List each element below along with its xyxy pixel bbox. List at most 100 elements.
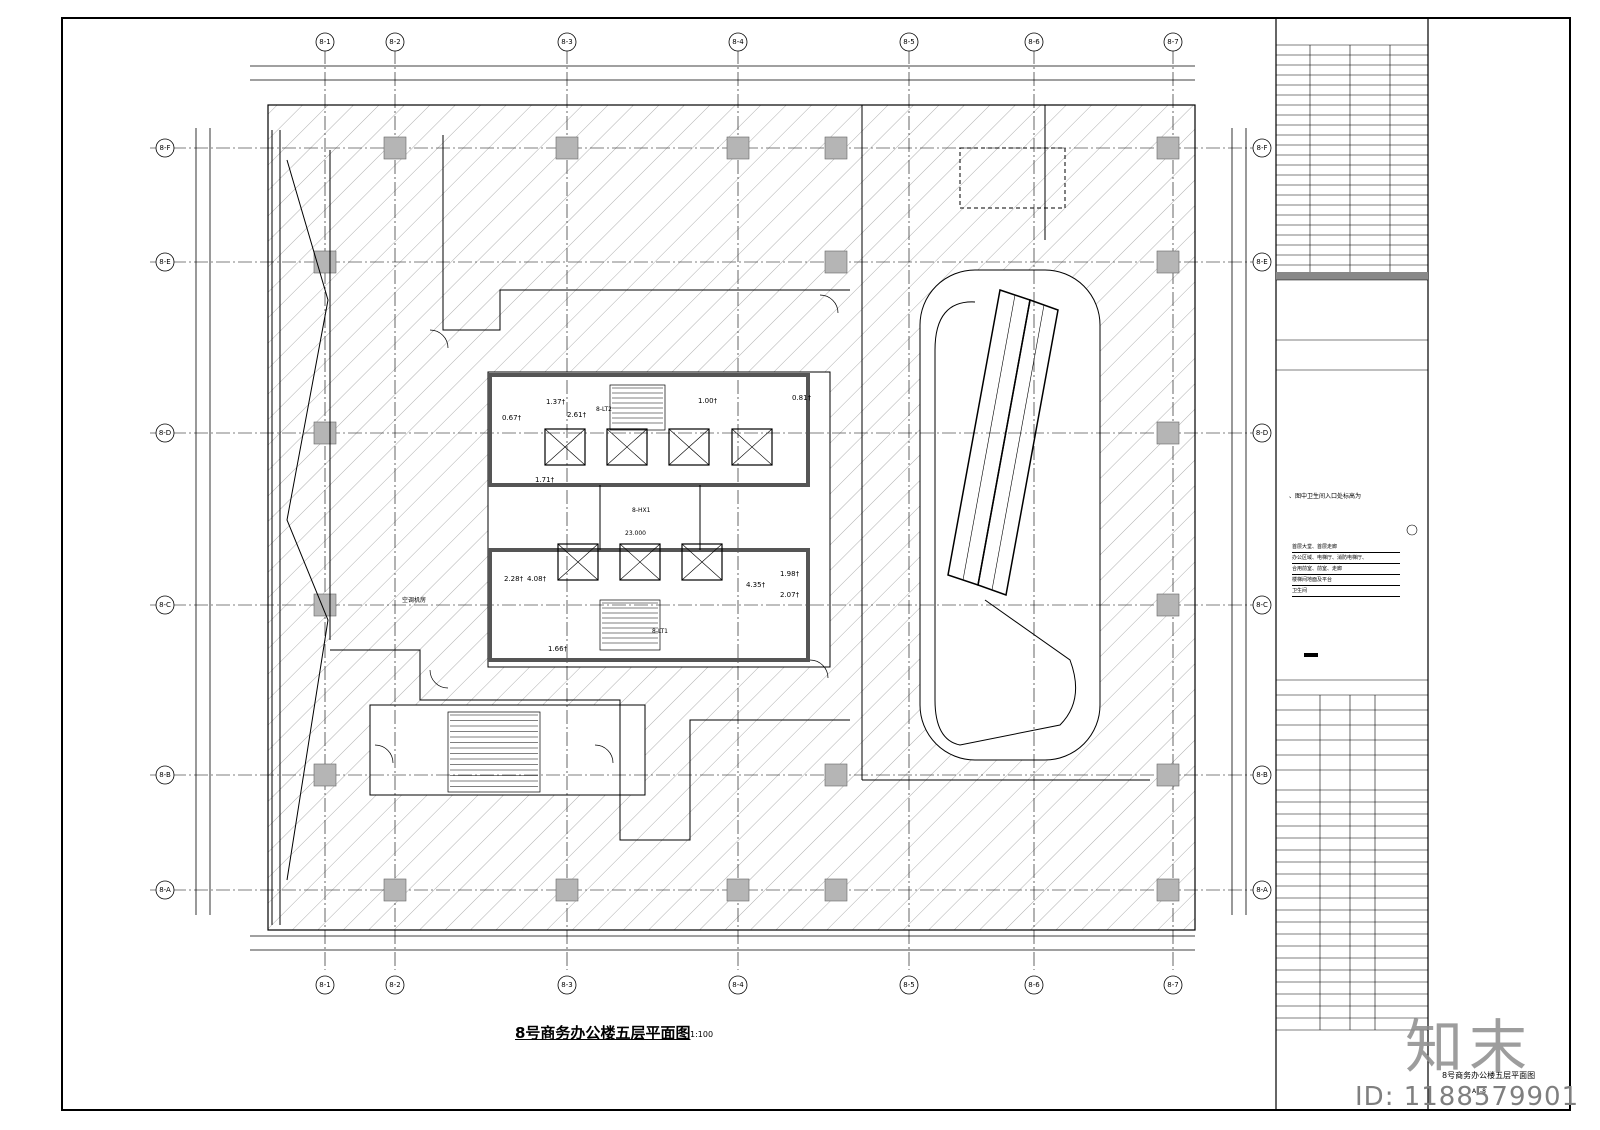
structural-column <box>1156 421 1180 445</box>
legend-row: 首层大堂、首层走廊 <box>1292 542 1400 553</box>
interior-partitions <box>330 105 1150 841</box>
level-marker: 2.61† <box>567 411 587 419</box>
legend-row: 卫生间 <box>1292 586 1400 597</box>
elevator-car <box>668 428 710 466</box>
structural-column <box>1156 763 1180 787</box>
structural-column <box>726 878 750 902</box>
grid-bubble <box>728 975 748 995</box>
level-marker: 0.81† <box>792 394 812 402</box>
grid-bubble <box>1252 252 1272 272</box>
grid-label: 8-6 <box>1028 981 1040 989</box>
structural-column <box>726 136 750 160</box>
grid-label: 8-1 <box>319 38 330 46</box>
grid-label: 8-D <box>159 429 171 437</box>
structural-column <box>383 136 407 160</box>
elevator-car <box>606 428 648 466</box>
structural-column <box>1156 878 1180 902</box>
stair-treads <box>450 387 663 787</box>
grid-label: 8-2 <box>389 38 400 46</box>
elevator-cross <box>731 428 773 466</box>
grid-label: 8-4 <box>732 38 744 46</box>
elevator-car <box>619 543 661 581</box>
title-block-band <box>1276 272 1428 280</box>
grid-label: 8-C <box>1256 601 1268 609</box>
grid-bubble <box>728 32 748 52</box>
south-stair-area <box>369 704 646 796</box>
grid-label: 8-3 <box>561 38 572 46</box>
structural-column <box>824 763 848 787</box>
grid-label: 8-D <box>1256 429 1268 437</box>
grid-label: 8-3 <box>561 981 572 989</box>
level-marker: 1.37† <box>546 398 566 406</box>
grid-bubble <box>155 880 175 900</box>
legend-row: 楼梯间地面及平台 <box>1292 575 1400 586</box>
elevator-car <box>681 543 723 581</box>
watermark-id: ID: 1188579901 <box>1355 1082 1580 1112</box>
grid-label: 8-F <box>1256 144 1267 152</box>
legend-row: 合用前室、前室、走廊 <box>1292 564 1400 575</box>
grid-bubble <box>557 32 577 52</box>
structural-columns <box>313 136 1180 902</box>
level-marker: 1.66† <box>548 645 568 653</box>
grid-bubble <box>155 252 175 272</box>
level-markers: 1.37†2.61†1.00†0.81†0.67†1.71†2.28†4.08†… <box>502 394 812 653</box>
grid-bubble <box>315 32 335 52</box>
drawing-title: 8号商务办公楼五层平面图 <box>515 1024 691 1042</box>
elevator-car <box>544 428 586 466</box>
grid-bubble <box>1252 423 1272 443</box>
structural-column <box>1156 250 1180 274</box>
door-swings <box>374 294 839 764</box>
stamp-circle <box>1406 524 1418 536</box>
level-marker: 0.67† <box>502 414 522 422</box>
level-marker: 4.08† <box>527 575 547 583</box>
structural-column <box>555 878 579 902</box>
grid-bubble <box>1024 32 1044 52</box>
drawing-scale: 1:100 <box>690 1030 714 1039</box>
level-marker: 2.28† <box>504 575 524 583</box>
grid-bubble <box>1252 138 1272 158</box>
grid-label: 8-A <box>1256 886 1268 894</box>
west-facade <box>271 130 331 925</box>
title-block-note: 、图中卫生间入口处标高为 <box>1289 493 1362 500</box>
structural-column <box>383 878 407 902</box>
atrium-void <box>919 269 1101 761</box>
elevator-car <box>557 543 599 581</box>
watermark-logo: 知末 <box>1405 1013 1534 1081</box>
elevator-hall-tag: 8-HX1 <box>632 507 651 514</box>
south-main-stair <box>447 711 541 793</box>
grid-bubble <box>1252 880 1272 900</box>
level-marker: 2.07† <box>780 591 800 599</box>
grid-label: 8-5 <box>903 981 914 989</box>
elevator-cars <box>544 428 773 581</box>
structural-column <box>824 250 848 274</box>
grid-label: 8-E <box>1256 258 1267 266</box>
finish-legend: 首层大堂、首层走廊 办公区域、电梯厅、消防电梯厅、 合用前室、前室、走廊 楼梯间… <box>1292 542 1400 597</box>
structural-column <box>313 763 337 787</box>
grid-label: 8-F <box>159 144 170 152</box>
sheet-number: A1-8 <box>1472 1088 1486 1095</box>
stair-tag-upper: 8-LT2 <box>596 406 612 413</box>
structural-column <box>313 421 337 445</box>
grid-bubble <box>385 975 405 995</box>
grid-label: 8-B <box>159 771 171 779</box>
grid-bubble <box>1252 765 1272 785</box>
grid-label: 8-7 <box>1167 38 1178 46</box>
level-marker: 1.00† <box>698 397 718 405</box>
sheet-frame <box>61 17 1571 1111</box>
level-marker: 1.98† <box>780 570 800 578</box>
grid-label: 8-1 <box>319 981 330 989</box>
grid-lines <box>150 50 1265 970</box>
elevator-cross <box>557 543 599 581</box>
north-marker <box>1304 653 1318 657</box>
floor-elevation: 23.000 <box>625 530 646 537</box>
grid-bubble <box>899 975 919 995</box>
ac-room-label: 空调机房 <box>402 596 426 604</box>
grid-bubble <box>155 765 175 785</box>
grid-bubble <box>315 975 335 995</box>
level-marker: 4.35† <box>746 581 766 589</box>
grid-bubble <box>385 32 405 52</box>
grid-bubble <box>155 138 175 158</box>
stair-tag-lower: 8-LT1 <box>652 628 668 635</box>
grid-label: 8-B <box>1256 771 1268 779</box>
elevator-cross <box>668 428 710 466</box>
